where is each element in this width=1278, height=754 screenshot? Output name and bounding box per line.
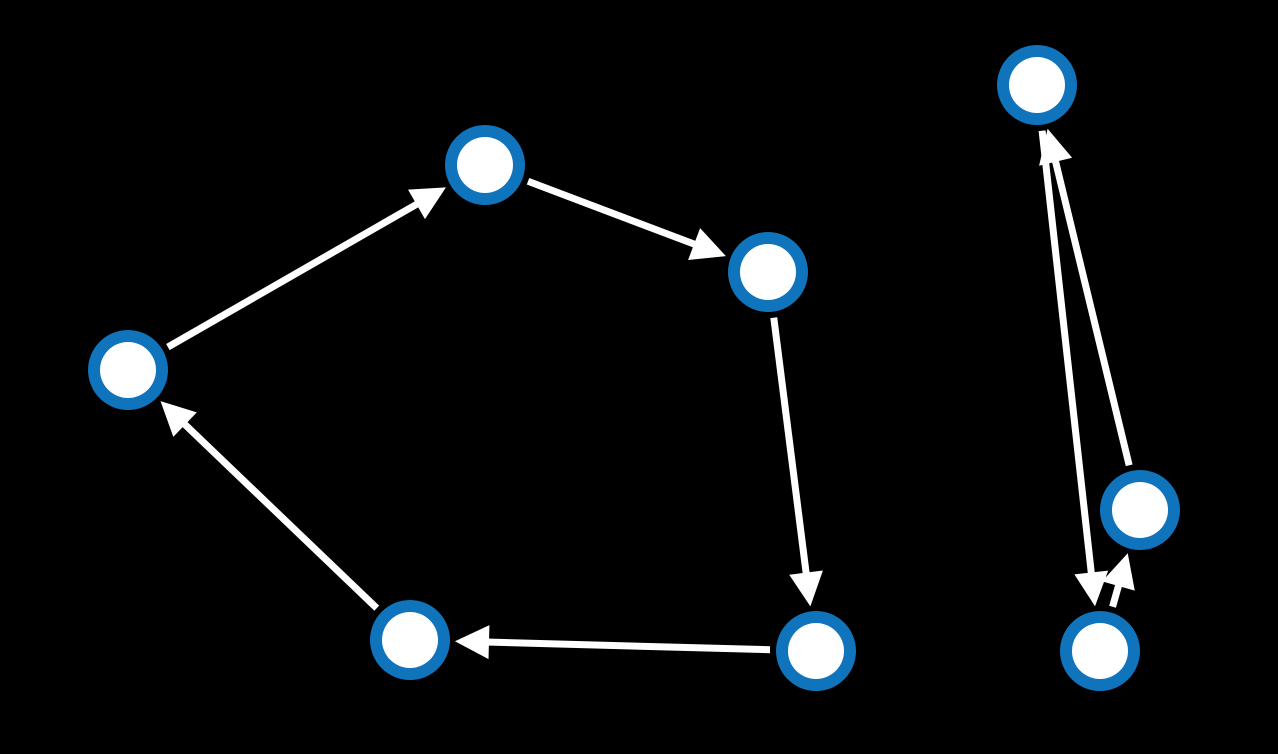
- nodes-layer: [88, 45, 1180, 691]
- edges-layer: [160, 128, 1135, 660]
- edge-arrowhead-icon: [1039, 128, 1073, 166]
- node-core: [382, 612, 438, 668]
- edge-arrowhead-icon: [688, 228, 726, 260]
- edge-shaft: [485, 638, 771, 654]
- edge-arrowhead-icon: [160, 401, 197, 437]
- edge-top-right-to-bottom-right[interactable]: [1038, 130, 1109, 607]
- edge-shaft: [770, 317, 810, 577]
- edge-bottom-right-to-right-middle[interactable]: [1102, 553, 1135, 608]
- edge-shaft: [526, 177, 699, 249]
- edge-arrowhead-icon: [1102, 553, 1135, 591]
- edge-bottom-left-to-left[interactable]: [160, 401, 380, 611]
- edge-arrowhead-icon: [1074, 570, 1109, 607]
- node-right-middle[interactable]: [1100, 470, 1180, 550]
- edge-bottom-middle-to-bottom-left[interactable]: [454, 625, 771, 660]
- edge-shaft: [1109, 582, 1123, 608]
- node-bottom-middle[interactable]: [776, 611, 856, 691]
- node-core: [457, 137, 513, 193]
- edge-right-middle-to-top-right[interactable]: [1039, 128, 1133, 467]
- node-bottom-right[interactable]: [1060, 611, 1140, 691]
- edge-shaft: [180, 420, 380, 611]
- node-top-left[interactable]: [445, 125, 525, 205]
- edge-arrowhead-icon: [408, 187, 446, 220]
- edge-arrowhead-icon: [789, 570, 823, 607]
- node-core: [740, 244, 796, 300]
- node-top-middle[interactable]: [728, 232, 808, 312]
- node-core: [1072, 623, 1128, 679]
- node-core: [1112, 482, 1168, 538]
- node-core: [788, 623, 844, 679]
- edge-top-middle-to-bottom-middle[interactable]: [770, 317, 823, 607]
- node-core: [100, 342, 156, 398]
- node-top-right[interactable]: [997, 45, 1077, 125]
- edge-arrowhead-icon: [454, 625, 490, 660]
- edge-shaft: [1051, 158, 1133, 467]
- node-core: [1009, 57, 1065, 113]
- node-bottom-left[interactable]: [370, 600, 450, 680]
- edge-shaft: [166, 199, 421, 351]
- edge-shaft: [1038, 130, 1096, 576]
- edge-top-left-to-top-middle[interactable]: [526, 177, 726, 260]
- node-left[interactable]: [88, 330, 168, 410]
- edge-left-to-top-left[interactable]: [166, 187, 446, 351]
